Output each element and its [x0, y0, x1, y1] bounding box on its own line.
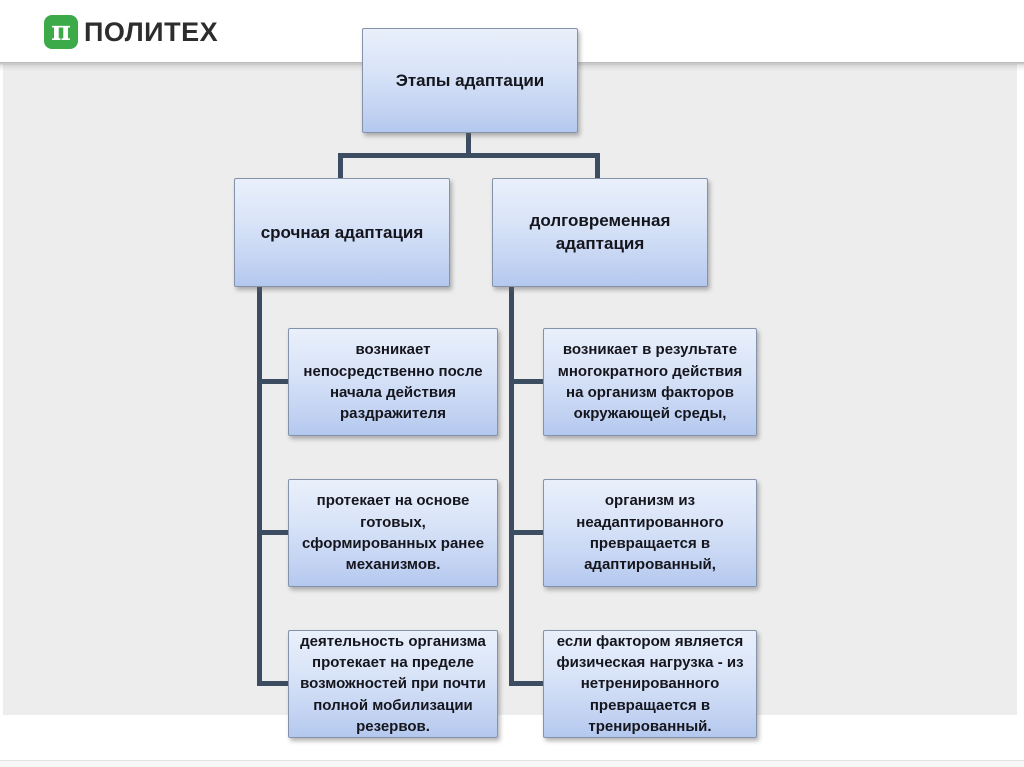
node-urgent-child-3-label: деятельность организма протекает на пред… — [300, 632, 486, 735]
connector-left-stub-1 — [257, 379, 289, 384]
node-urgent-child-1: возникает непосредственно после начала д… — [288, 328, 498, 436]
connector-root-vertical — [466, 131, 471, 157]
node-branch-urgent: срочная адаптация — [234, 178, 450, 287]
connector-left-stub-3 — [257, 681, 289, 686]
node-urgent-child-2-label: протекает на основе готовых, сформирован… — [301, 492, 485, 574]
connector-left-branch-vertical — [257, 285, 262, 686]
node-branch-longterm: долговременная адаптация — [492, 178, 708, 287]
connector-right-stub-1 — [509, 379, 544, 384]
node-branch-longterm-label: долговременная адаптация — [529, 210, 671, 253]
connector-top-horizontal — [338, 153, 600, 158]
node-urgent-child-3: деятельность организма протекает на пред… — [288, 630, 498, 738]
node-longterm-child-2: организм из неадаптированного превращает… — [543, 479, 757, 587]
node-branch-urgent-label: срочная адаптация — [260, 222, 424, 242]
connector-right-stub-2 — [509, 530, 544, 535]
node-urgent-child-1-label: возникает непосредственно после начала д… — [303, 341, 483, 423]
node-root: Этапы адаптации — [362, 28, 578, 133]
connector-elbow-right — [595, 153, 600, 180]
connector-right-branch-vertical — [509, 285, 514, 686]
politech-pi-logo-icon: π — [44, 15, 78, 49]
bottom-strip — [0, 760, 1024, 767]
node-longterm-child-3: если фактором является физическая нагруз… — [543, 630, 757, 738]
bottom-margin — [0, 715, 1024, 767]
connector-elbow-left — [338, 153, 343, 180]
node-longterm-child-3-label: если фактором является физическая нагруз… — [556, 632, 744, 735]
brand-name: ПОЛИТЕХ — [84, 16, 219, 47]
node-longterm-child-2-label: организм из неадаптированного превращает… — [576, 492, 724, 574]
connector-left-stub-2 — [257, 530, 289, 535]
node-longterm-child-1: возникает в результате многократного дей… — [543, 328, 757, 436]
node-longterm-child-1-label: возникает в результате многократного дей… — [557, 341, 743, 423]
node-urgent-child-2: протекает на основе готовых, сформирован… — [288, 479, 498, 587]
pi-glyph: π — [51, 15, 71, 47]
connector-right-stub-3 — [509, 681, 544, 686]
brand-logo: π ПОЛИТЕХ — [44, 15, 218, 49]
node-root-label: Этапы адаптации — [395, 70, 545, 90]
